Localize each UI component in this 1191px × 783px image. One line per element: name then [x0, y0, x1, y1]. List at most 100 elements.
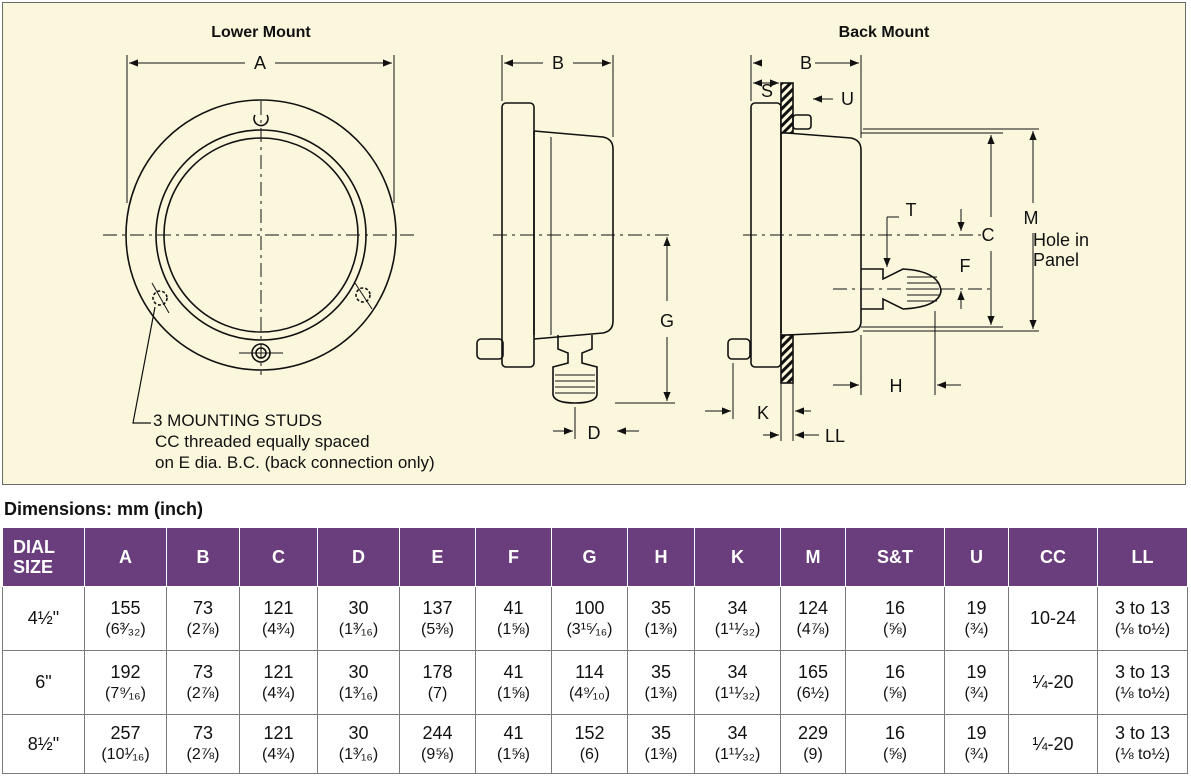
cell-mm-value: 16 — [884, 661, 906, 682]
table-cell: 3 to 13 (⅛ to½) — [1097, 586, 1188, 651]
cell-inch-value: (4¾) — [262, 746, 295, 763]
mounting-stud-right — [355, 287, 371, 303]
cell-inch-value: (⅛ to½) — [1114, 620, 1171, 638]
cell-inch-value: (¾) — [964, 684, 989, 702]
cell-inch-value: (1³⁄₁₆) — [338, 684, 379, 702]
cell-inch-value: (10¹⁄₁₆) — [101, 746, 150, 763]
cell-inch-value: (4⁹⁄₁₀) — [568, 684, 611, 702]
dim-label-k: K — [757, 403, 769, 423]
table-cell: 244 (9⅝) — [399, 714, 476, 774]
panel-section-bottom — [780, 334, 794, 384]
table-row: 4½"155(6³⁄₃₂) 73 (2⅞) 121 (4¾) 30(1³⁄₁₆) 137 (5… — [2, 586, 1188, 651]
lower-mount-title: Lower Mount — [211, 24, 311, 41]
table-cell: 121 (4¾) — [239, 650, 318, 715]
table-cell: 73 (2⅞) — [166, 714, 240, 774]
table-cell: 121(4¾) — [239, 714, 318, 774]
cell-mm-value: 16 — [884, 723, 906, 743]
table-cell: 155(6³⁄₃₂) — [84, 586, 167, 651]
header-e: E — [399, 527, 476, 587]
cell-inch-value: (3¹⁵⁄₁₆) — [566, 620, 613, 638]
table-cell: 3 to 13(⅛ to½) — [1097, 714, 1188, 774]
cell-mm-value: 73 — [192, 723, 214, 743]
table-cell: 16(⅝) — [845, 586, 945, 651]
cell-inch-value: (9) — [803, 746, 823, 763]
table-cell: 16 (⅝) — [845, 714, 945, 774]
header-s-t: S&T — [845, 527, 945, 587]
cell-mm-value: 34 — [727, 723, 748, 743]
dim-label-c: C — [982, 225, 995, 245]
technical-drawing: Lower Mount A 3 MOUNTING STUDS CC thread… — [103, 24, 1089, 472]
cell-mm-value: 30 — [348, 723, 369, 743]
cell-inch-value: (⅝) — [883, 746, 907, 763]
cell-inch-value: (4¾) — [262, 620, 295, 638]
cell-mm-value: 41 — [503, 723, 524, 743]
cell-mm-value: 3 to 13 — [1114, 597, 1171, 618]
table-cell: ¼-20 — [1008, 714, 1098, 774]
cell-mm-value: 19 — [966, 597, 987, 618]
cell-inch-value: (⅛ to½) — [1114, 746, 1171, 763]
cell-inch-value: (5⅜) — [421, 620, 454, 638]
dial-size-cell: 4½" — [2, 586, 85, 651]
cell-inch-value: (1⅝) — [497, 684, 530, 702]
cell-mm-value: 155 — [110, 597, 141, 618]
cell-mm-value: 35 — [650, 597, 672, 618]
cell-mm-value: 3 to 13 — [1114, 661, 1171, 682]
table-cell: 3 to 13(⅛ to½) — [1097, 650, 1188, 715]
back-mount-view: Back Mount — [705, 24, 1039, 441]
header-a: A — [84, 527, 167, 587]
table-cell: 34(1¹¹⁄₃₂) — [694, 650, 781, 715]
note-line-1: 3 MOUNTING STUDS — [153, 411, 322, 430]
table-cell: 19 (¾) — [944, 650, 1009, 715]
table-cell: 229(9) — [780, 714, 846, 774]
cell-inch-value: (1⅜) — [644, 684, 678, 702]
dim-label-s: S — [761, 81, 773, 101]
table-cell: 30(1³⁄₁₆) — [317, 586, 400, 651]
header-u: U — [944, 527, 1009, 587]
table-row: 6"192(7⁹⁄₁₆)73(2⅞)121(4¾)30(1³⁄₁₆)178(7)… — [2, 650, 1188, 715]
cell-mm-value: 73 — [192, 597, 214, 618]
cell-inch-value: (2⅞) — [186, 746, 220, 763]
cell-mm-value: 137 — [422, 597, 453, 618]
cell-mm-value: 35 — [650, 661, 672, 682]
cell-mm-value: 35 — [650, 723, 672, 743]
table-cell: 114(4⁹⁄₁₀) — [551, 650, 628, 715]
lower-mount-front-view: Lower Mount — [103, 24, 415, 424]
cell-mm-value: 121 — [263, 597, 294, 618]
dim-label-b-back: B — [800, 53, 812, 73]
cell-inch-value: (6) — [579, 746, 600, 763]
cell-mm-value: ¼-20 — [1032, 672, 1074, 692]
dim-label-g: G — [660, 311, 674, 331]
table-cell: 19(¾) — [944, 714, 1009, 774]
cell-inch-value: (⅝) — [883, 684, 907, 702]
cell-mm-value: 34 — [727, 661, 748, 682]
dim-label-a: A — [254, 53, 266, 73]
cell-inch-value: (9⅝) — [421, 746, 454, 763]
table-cell: 30(1³⁄₁₆) — [317, 714, 400, 774]
cell-mm-value: 121 — [263, 661, 294, 682]
cell-mm-value: 165 — [797, 661, 829, 682]
table-cell: 41 (1⅝) — [475, 650, 552, 715]
header-h: H — [627, 527, 695, 587]
table-cell: 34(1¹¹⁄₃₂) — [694, 586, 781, 651]
header-m: M — [780, 527, 846, 587]
cell-inch-value: (4¾) — [262, 684, 295, 702]
cell-inch-value: (1⅝) — [497, 746, 530, 763]
cell-inch-value: (2⅞) — [186, 620, 220, 638]
cell-mm-value: 244 — [422, 723, 453, 743]
cell-inch-value: (¾) — [964, 620, 989, 638]
cell-mm-value: 41 — [503, 661, 524, 682]
cell-inch-value: (¾) — [964, 746, 989, 763]
gauge-outer-ring — [125, 99, 397, 371]
header-cc: CC — [1008, 527, 1098, 587]
dim-label-d: D — [588, 423, 601, 443]
drawing-panel: Lower Mount A 3 MOUNTING STUDS CC thread… — [2, 2, 1186, 485]
cell-mm-value: 16 — [884, 597, 906, 618]
dim-label-ll: LL — [825, 426, 845, 446]
cell-mm-value: 30 — [348, 661, 369, 682]
dim-label-m: M — [1024, 208, 1039, 228]
table-cell: 19 (¾) — [944, 586, 1009, 651]
header-b: B — [166, 527, 240, 587]
cell-mm-value: 19 — [966, 661, 987, 682]
